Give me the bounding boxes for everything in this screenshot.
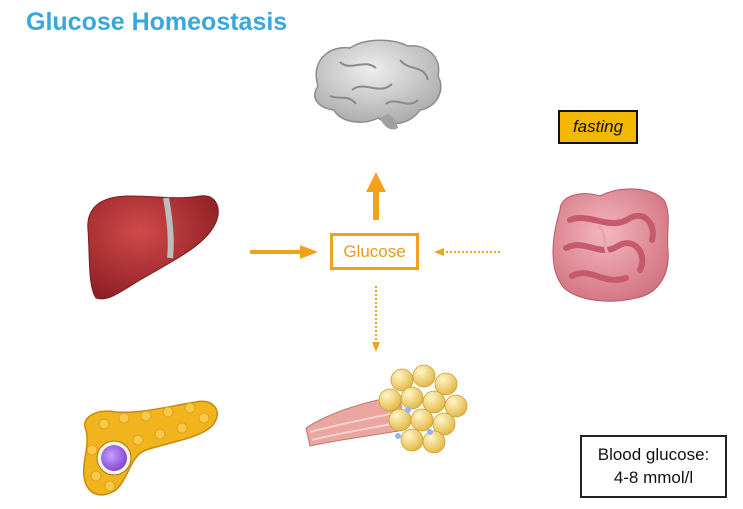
pancreas-icon: [82, 400, 218, 496]
glucose-node: Glucose: [330, 233, 419, 270]
arrow-from-liver: [250, 245, 318, 259]
arrow-up: [366, 172, 386, 220]
arrow-from-intestine: [434, 248, 500, 256]
blood-glucose-box: Blood glucose: 4-8 mmol/l: [580, 435, 727, 498]
intestine-icon: [552, 188, 669, 302]
blood-glucose-label: Blood glucose:: [597, 445, 710, 464]
brain-icon: [314, 39, 442, 130]
arrow-down: [372, 286, 380, 352]
liver-icon: [87, 195, 219, 300]
page-title: Glucose Homeostasis: [26, 8, 288, 36]
fasting-badge: fasting: [558, 110, 638, 144]
muscle-and-fat-icon: [305, 364, 468, 454]
blood-glucose-range: 4-8 mmol/l: [613, 468, 694, 487]
